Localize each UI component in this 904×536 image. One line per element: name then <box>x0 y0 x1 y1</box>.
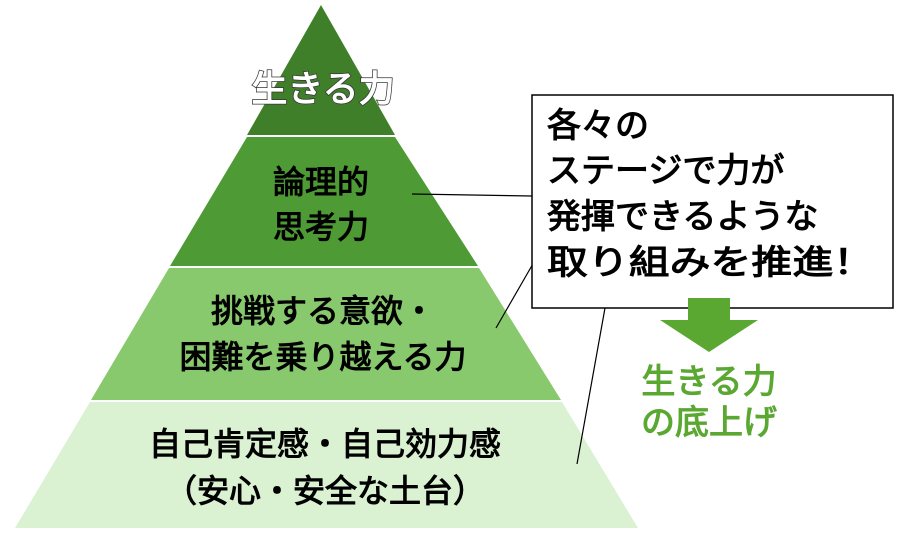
down-arrow-icon <box>660 298 758 352</box>
pyramid-tier-top <box>247 5 395 135</box>
callout-line-2: ステージで力が <box>547 151 784 191</box>
pyramid-tier4-label-line1: 自己肯定感・自己効力感 <box>149 425 501 463</box>
pyramid-tier3-label-line2: 困難を乗り越える力 <box>179 338 466 376</box>
pyramid-tier3-label-line1: 挑戦する意欲・ <box>211 292 435 330</box>
callout-line-4: 取り組みを推進！ <box>547 243 874 283</box>
callout-line-1: 各々の <box>547 106 649 146</box>
connector-line-tier4 <box>576 307 606 465</box>
pyramid-tier-foundation <box>15 402 638 528</box>
pyramid-top-label: 生きる力 <box>251 69 394 110</box>
pyramid-tier4-label-line2: （安心・安全な土台） <box>165 472 485 510</box>
result-line-2: の底上げ <box>641 403 777 443</box>
callout-line-3: 発揮できるような <box>547 197 818 237</box>
pyramid-tier-challenge <box>91 268 561 400</box>
result-line-1: 生きる力 <box>641 362 776 402</box>
pyramid-tier2-label-line1: 論理的 <box>273 163 369 201</box>
connector-line-tier2 <box>411 193 533 197</box>
pyramid-tier2-label-line2: 思考力 <box>273 208 369 246</box>
callout-box <box>531 94 894 309</box>
connector-line-tier3 <box>495 261 535 329</box>
pyramid-tier-logical-thinking <box>170 137 478 266</box>
